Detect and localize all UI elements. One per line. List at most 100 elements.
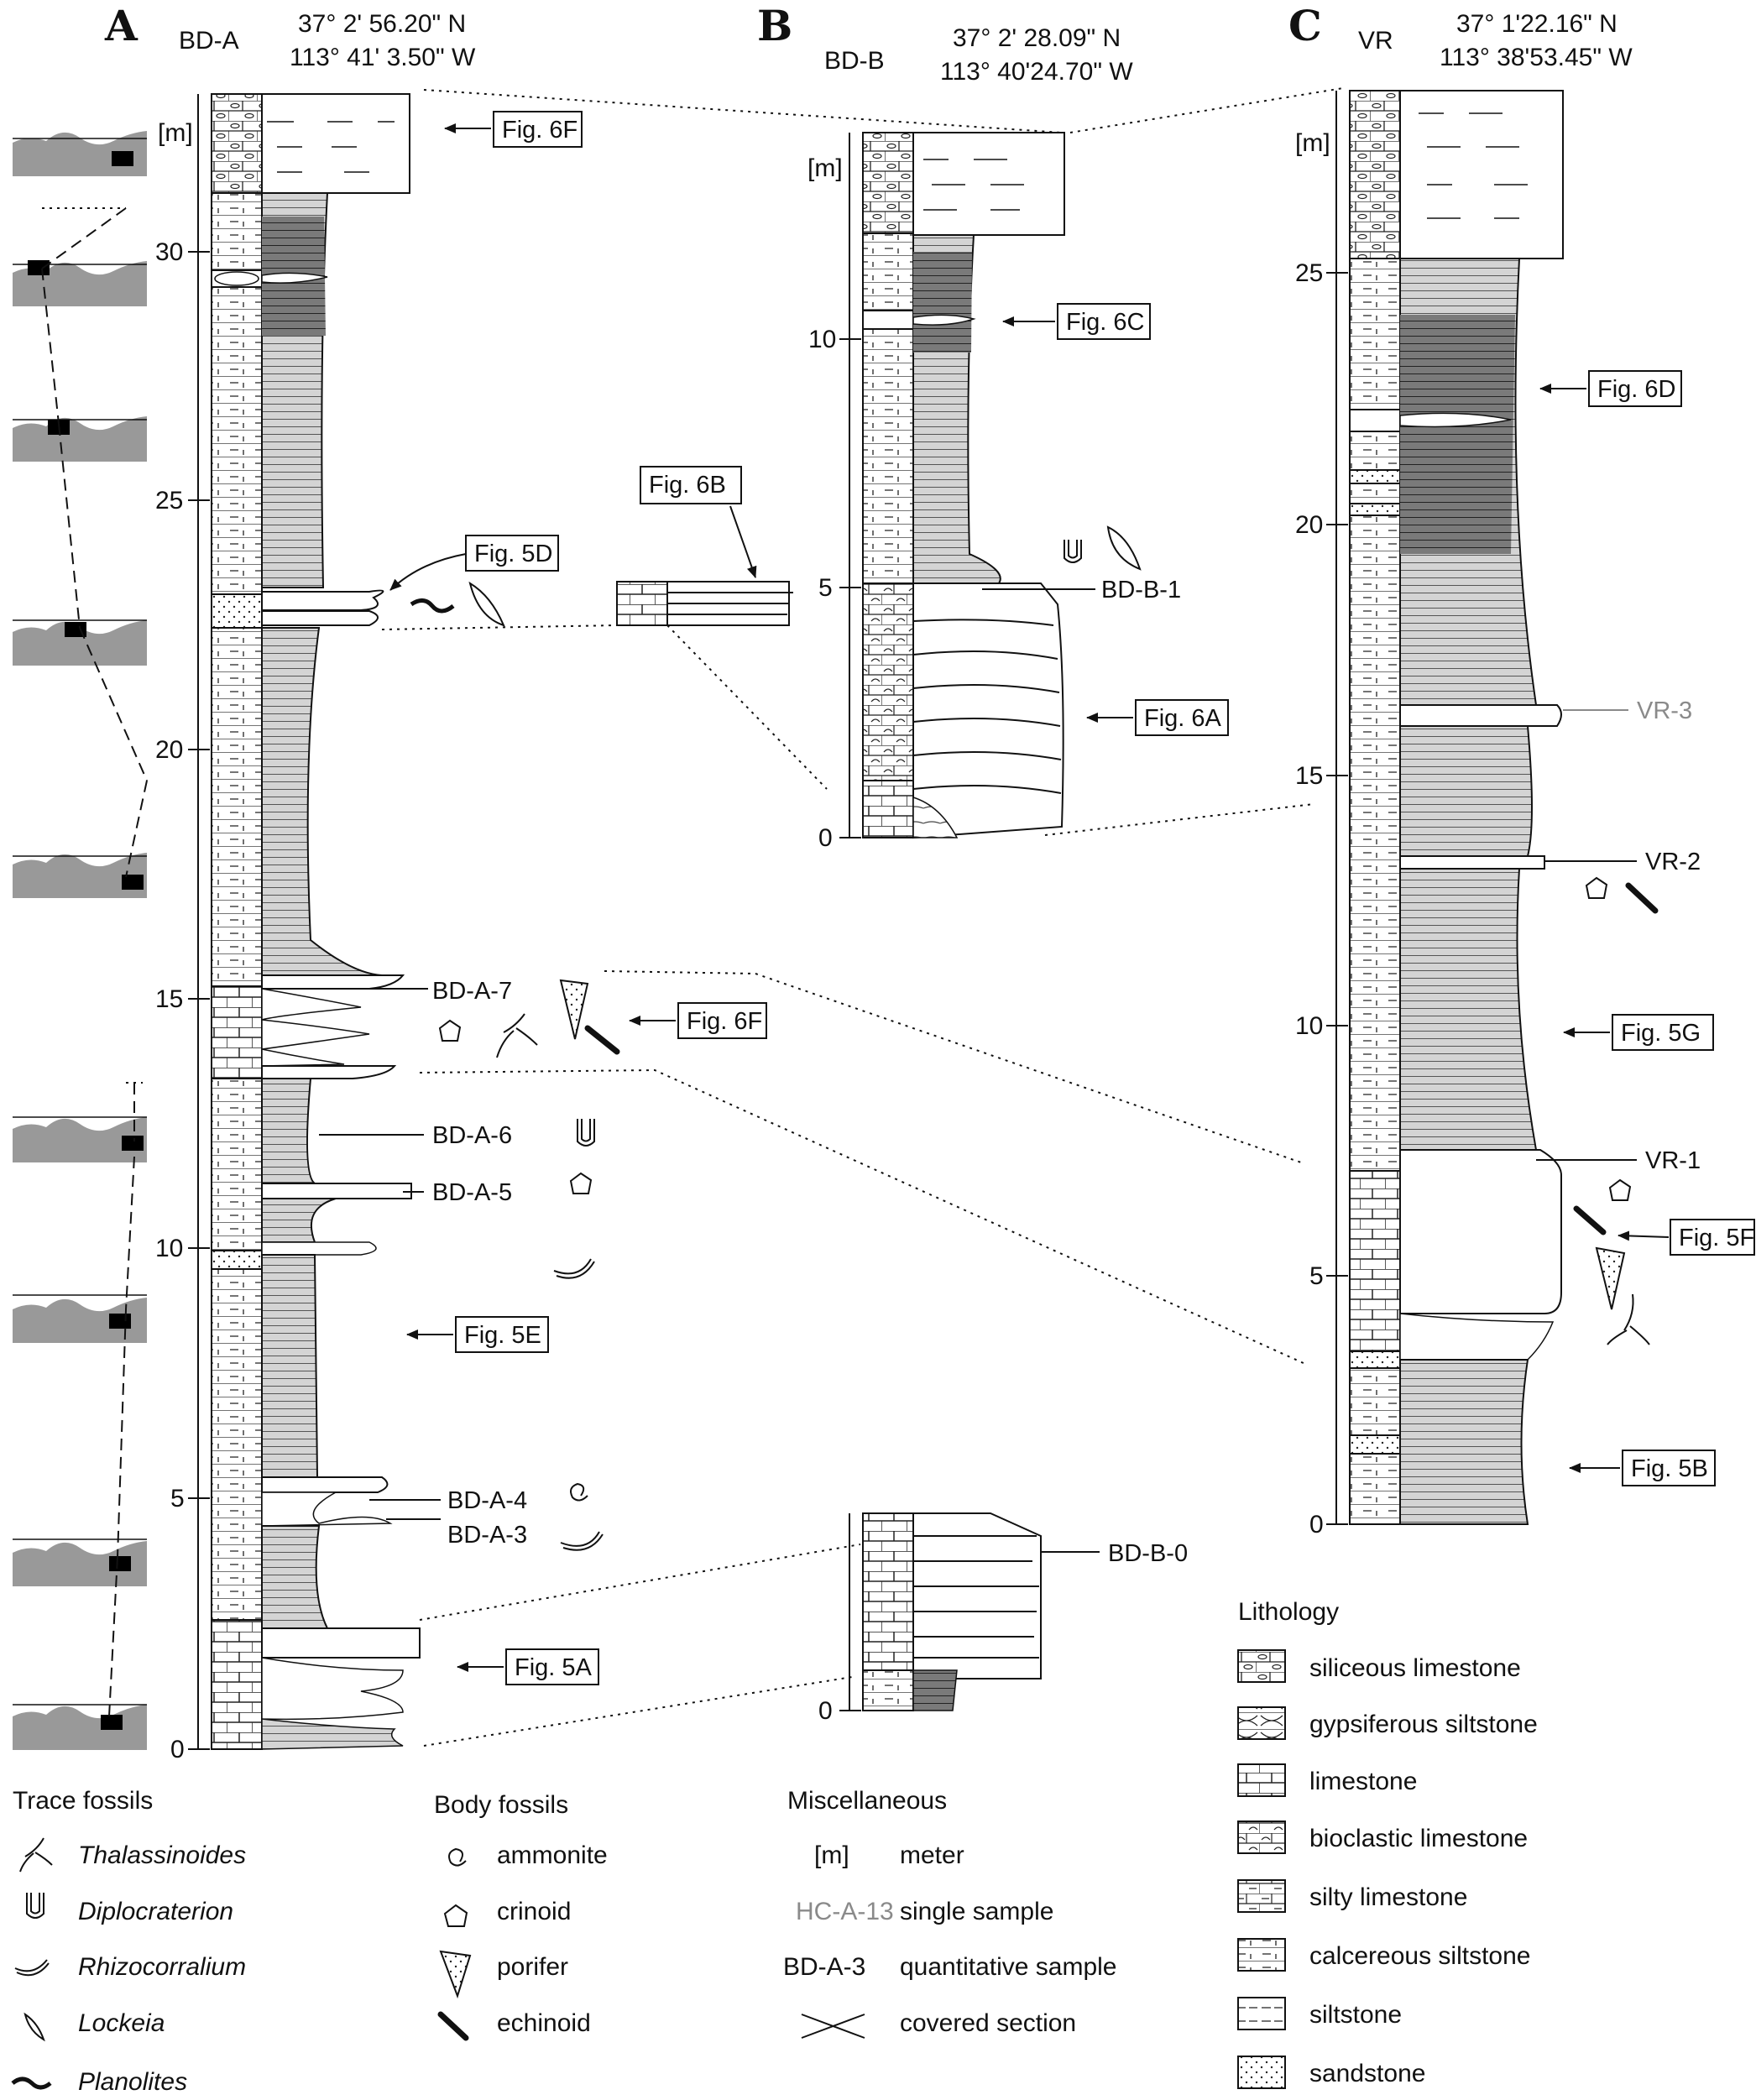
fig-label-c-5g: Fig. 5G bbox=[1621, 1020, 1701, 1047]
legend-misc-quant: quantitative sample bbox=[900, 1953, 1117, 1981]
fig-label-c-5b: Fig. 5B bbox=[1631, 1455, 1708, 1482]
paleo-profile-sketches bbox=[13, 131, 148, 1750]
legend-misc-title: Miscellaneous bbox=[787, 1787, 947, 1815]
legend-thalassinoides: Thalassinoides bbox=[78, 1841, 246, 1869]
section-a-tick-10: 10 bbox=[155, 1235, 183, 1262]
siliceous-limestone-swatch bbox=[1237, 1649, 1286, 1683]
legend-lockeia: Lockeia bbox=[78, 2009, 165, 2037]
fig-label-a-top: Fig. 6F bbox=[502, 117, 577, 144]
fig-label-b-6b: Fig. 6B bbox=[649, 472, 726, 499]
diplocraterion-icon bbox=[1064, 540, 1082, 563]
legend-siliceous-limestone: siliceous limestone bbox=[1309, 1654, 1521, 1682]
section-b-tick-0: 0 bbox=[818, 824, 833, 852]
crinoid-icon bbox=[438, 1019, 462, 1042]
sample-bd-a-6: BD-A-6 bbox=[432, 1122, 512, 1149]
lockeia-icon bbox=[1106, 525, 1142, 571]
section-a-tick-25: 25 bbox=[155, 487, 183, 515]
fig-callout: Fig. 5G bbox=[1563, 1014, 1714, 1051]
section-c-tick-25: 25 bbox=[1295, 259, 1323, 287]
profile-sketch bbox=[13, 1704, 147, 1750]
planolites-icon bbox=[11, 2076, 52, 2090]
section-a-tick-20: 20 bbox=[155, 736, 183, 764]
echinoid-icon bbox=[1625, 882, 1659, 914]
thalassinoides-icon bbox=[496, 1013, 538, 1058]
legend-trace-title: Trace fossils bbox=[13, 1787, 153, 1815]
legend-misc-meter-symbol: [m] bbox=[814, 1841, 849, 1869]
legend-lithology: Lithology siliceous limestone gypsiferou… bbox=[1237, 1598, 1538, 2089]
section-a-tick-0: 0 bbox=[170, 1736, 185, 1763]
bioclastic-limestone-swatch bbox=[1237, 1821, 1286, 1854]
diplocraterion-icon bbox=[26, 1893, 44, 1919]
fig-callout: Fig. 5E bbox=[406, 1316, 549, 1353]
legend-body-fossils: Body fossils ammonite crinoid porifer ec… bbox=[434, 1791, 608, 2041]
sample-bd-b-1: BD-B-1 bbox=[1101, 577, 1181, 603]
legend-misc-single: single sample bbox=[900, 1898, 1053, 1925]
lockeia-icon bbox=[468, 581, 505, 627]
fig-label-b-6a: Fig. 6A bbox=[1144, 705, 1222, 732]
porifer-icon bbox=[439, 1950, 472, 1999]
ammonite-icon bbox=[570, 1482, 588, 1502]
profile-sketch bbox=[13, 619, 147, 666]
covered-section-icon bbox=[801, 2014, 865, 2039]
fig-label-a-5e: Fig. 5E bbox=[464, 1322, 541, 1349]
profile-sketch bbox=[13, 131, 147, 176]
legend-echinoid: echinoid bbox=[497, 2009, 591, 2037]
section-c-unit: [m] bbox=[1295, 129, 1330, 157]
fig-callout: Fig. 6F bbox=[629, 1002, 767, 1039]
section-a-header: A BD-A 37° 2' 56.20" N 113° 41' 3.50" W bbox=[104, 1, 476, 71]
legend-bioclastic-limestone: bioclastic limestone bbox=[1309, 1825, 1528, 1852]
section-c-lon: 113° 38'53.45" W bbox=[1440, 44, 1633, 71]
section-b-name: BD-B bbox=[824, 47, 885, 75]
crinoid-icon bbox=[569, 1172, 593, 1194]
legend-misc-single-symbol: HC-A-13 bbox=[796, 1898, 894, 1925]
sample-vr-1: VR-1 bbox=[1645, 1147, 1701, 1174]
fig-label-a-5a: Fig. 5A bbox=[515, 1654, 593, 1681]
section-b-header: B BD-B 37° 2' 28.09" N 113° 40'24.70" W bbox=[757, 1, 1133, 86]
section-c-tick-10: 10 bbox=[1295, 1012, 1323, 1040]
fig-callout: Fig. 6C bbox=[1002, 303, 1151, 340]
legend-misc-covered: covered section bbox=[900, 2009, 1076, 2037]
section-c-header: C VR 37° 1'22.16" N 113° 38'53.45" W bbox=[1288, 1, 1633, 71]
legend-limestone: limestone bbox=[1309, 1768, 1417, 1795]
section-b-lon: 113° 40'24.70" W bbox=[940, 58, 1133, 86]
legend-siltstone: siltstone bbox=[1309, 2001, 1402, 2029]
section-c-tick-5: 5 bbox=[1309, 1262, 1324, 1290]
gypsiferous-siltstone-swatch bbox=[1237, 1706, 1286, 1740]
section-a-lat: 37° 2' 56.20" N bbox=[298, 10, 466, 38]
fig-label-a-5d: Fig. 5D bbox=[474, 541, 552, 567]
thalassinoides-icon bbox=[19, 1837, 53, 1873]
crinoid-icon bbox=[443, 1904, 468, 1927]
profile-sketch bbox=[13, 1538, 147, 1586]
crinoid-icon bbox=[1608, 1178, 1632, 1201]
profile-sketch bbox=[13, 1294, 147, 1343]
echinoid-icon bbox=[1573, 1205, 1607, 1235]
section-c-name: VR bbox=[1358, 27, 1393, 55]
sample-bd-a-3: BD-A-3 bbox=[447, 1522, 527, 1549]
section-b-unit: [m] bbox=[807, 154, 843, 182]
correlation-lines bbox=[381, 87, 1344, 1747]
legend-body-title: Body fossils bbox=[434, 1791, 568, 1819]
porifer-icon bbox=[1595, 1246, 1626, 1310]
legend-gypsiferous-siltstone: gypsiferous siltstone bbox=[1309, 1711, 1538, 1738]
fig-callout: Fig. 6A bbox=[1086, 699, 1229, 736]
section-c-lat: 37° 1'22.16" N bbox=[1456, 10, 1618, 38]
section-c-tick-0: 0 bbox=[1309, 1511, 1324, 1538]
fig-label-c-5f: Fig. 5F bbox=[1679, 1225, 1754, 1251]
sample-bd-a-7: BD-A-7 bbox=[432, 978, 512, 1005]
profile-sketch bbox=[13, 1116, 147, 1162]
section-a-log: [m] 30 25 20 15 10 5 0 BD-A-7 BD-A-6 BD-… bbox=[155, 93, 767, 1763]
fig-label-a-6f: Fig. 6F bbox=[687, 1008, 762, 1035]
legend-misc-meter: meter bbox=[900, 1841, 964, 1869]
section-b-log: [m] 10 5 0 Fig. 6B Fig. 6C Fig. 6A BD-B-… bbox=[616, 132, 1229, 1725]
section-a-lon: 113° 41' 3.50" W bbox=[290, 44, 476, 71]
ammonite-icon bbox=[448, 1847, 467, 1867]
fig-callout: Fig. 6B bbox=[640, 466, 757, 578]
lockeia-icon bbox=[24, 2012, 45, 2042]
fig-label-b-6c: Fig. 6C bbox=[1066, 309, 1144, 336]
section-a-unit: [m] bbox=[158, 119, 193, 147]
sandstone-swatch bbox=[1237, 2056, 1286, 2089]
legend-miscellaneous: Miscellaneous [m] meter HC-A-13 single s… bbox=[783, 1787, 1117, 2039]
section-b-tick-10: 10 bbox=[808, 326, 836, 353]
profile-sketch bbox=[13, 416, 147, 462]
